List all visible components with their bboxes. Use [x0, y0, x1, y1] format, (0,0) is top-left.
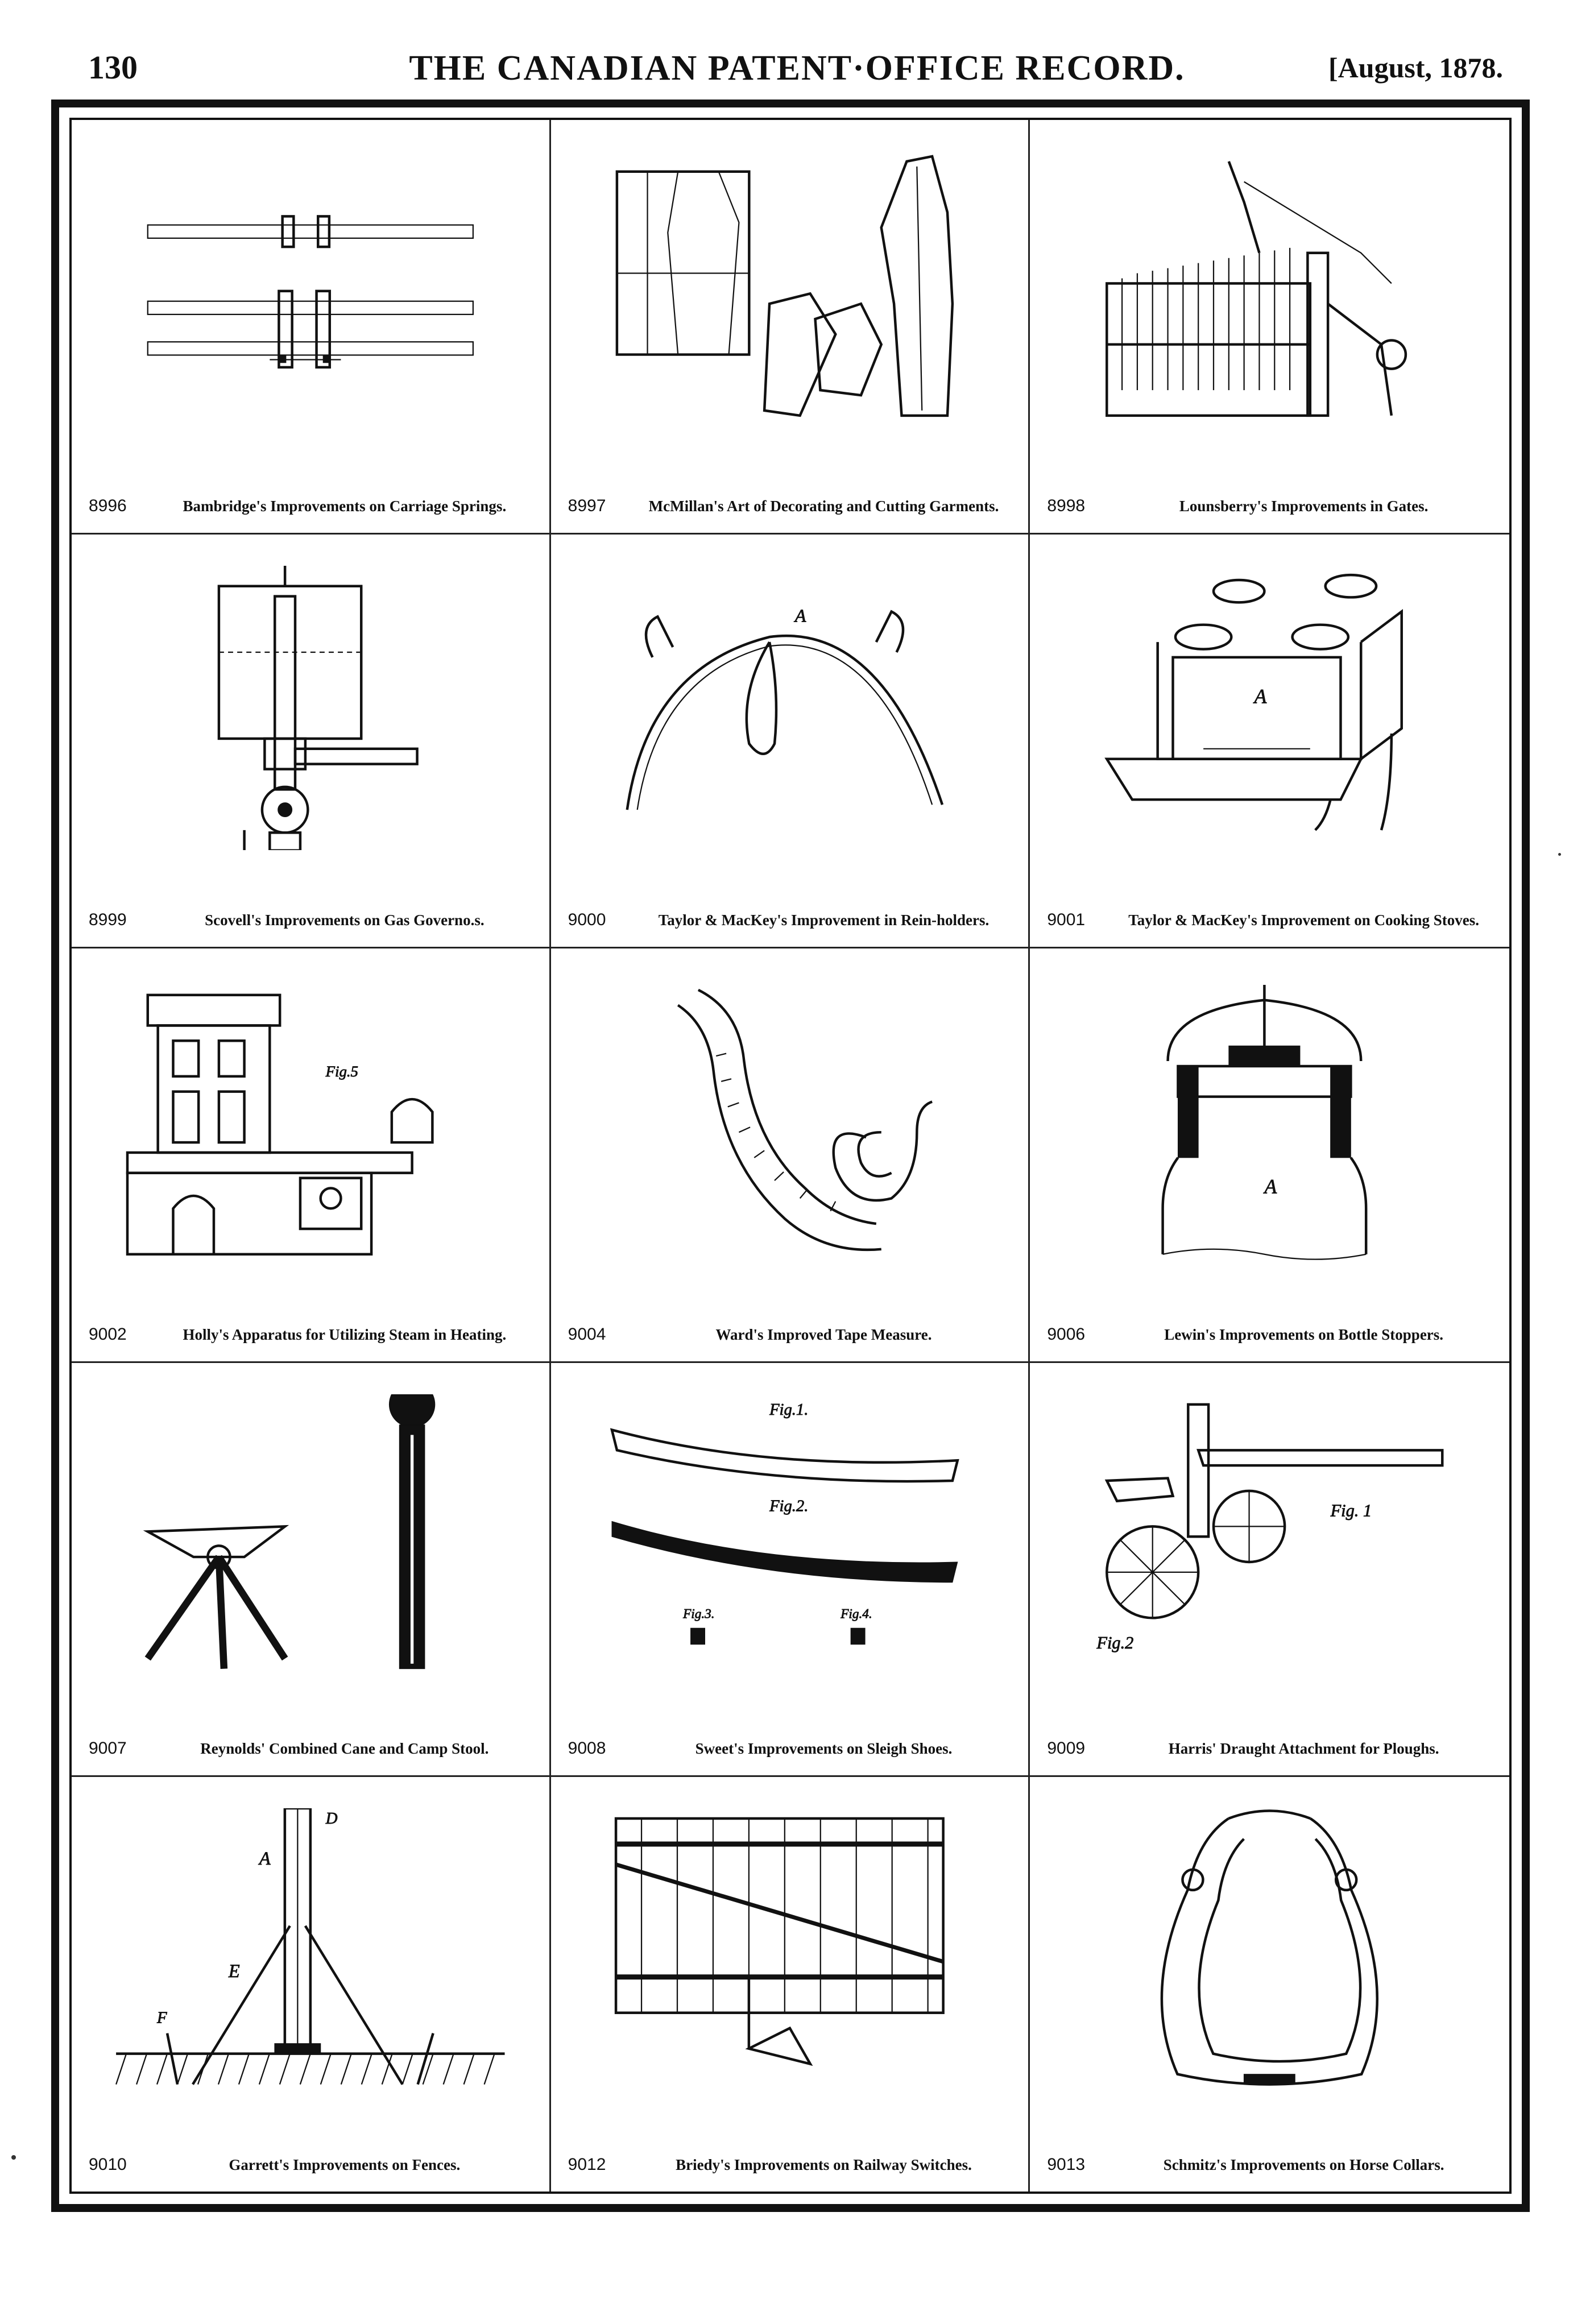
patent-title: Lounsberry's Improvements in Gates. — [1179, 497, 1429, 515]
figure-label: Fig. 1 — [1330, 1501, 1372, 1520]
patent-cell-9008: Fig.1. Fig.2. Fig.3. Fig.4. 9008 Sweet's… — [550, 1362, 1030, 1778]
patent-cell-9001: A 9001 Taylor & MacKey's Improvement on … — [1030, 535, 1509, 949]
patent-cell-9004: 9004 Ward's Improved Tape Measure. — [550, 948, 1030, 1363]
patent-number: 9001 — [1047, 910, 1086, 930]
patent-cell-8999: 8999 Scovell's Improvements on Gas Gover… — [72, 534, 551, 949]
gate-drawing — [1064, 151, 1475, 436]
patent-grid: 8996 Bambridge's Improvements on Carriag… — [69, 118, 1512, 2194]
patent-number: 9010 — [89, 2155, 127, 2174]
patent-caption: 8999 Scovell's Improvements on Gas Gover… — [89, 861, 532, 930]
patent-caption: 9009 Harris' Draught Attachment for Plou… — [1047, 1690, 1492, 1758]
patent-caption: 9008 Sweet's Improvements on Sleigh Shoe… — [568, 1690, 1012, 1758]
patent-number: 8997 — [568, 496, 606, 515]
patent-number: 9013 — [1047, 2155, 1086, 2174]
patent-number: 9006 — [1047, 1324, 1086, 1344]
patent-number: 9008 — [568, 1739, 606, 1758]
patent-cell-8998: 8998 Lounsberry's Improvements in Gates. — [1030, 120, 1509, 535]
patent-title: Ward's Improved Tape Measure. — [715, 1325, 932, 1343]
patent-title: Briedy's Improvements on Railway Switche… — [676, 2156, 972, 2173]
patent-caption: 8997 McMillan's Art of Decorating and Cu… — [568, 448, 1012, 516]
patent-caption: 9007 Reynolds' Combined Cane and Camp St… — [89, 1690, 532, 1758]
patent-title: Schmitz's Improvements on Horse Collars. — [1163, 2156, 1444, 2173]
figure-label: A — [1264, 1175, 1277, 1198]
patent-cell-9000: A 9000 Taylor & MacKey's Improvement in … — [550, 534, 1030, 949]
figure-label: Fig.5 — [325, 1063, 358, 1080]
patent-title: Sweet's Improvements on Sleigh Shoes. — [695, 1740, 953, 1758]
bottle-stopper-drawing: A — [1064, 980, 1475, 1265]
patent-number: 8996 — [89, 496, 127, 515]
patent-number: 9004 — [568, 1324, 606, 1344]
patent-caption: 9001 Taylor & MacKey's Improvement on Co… — [1047, 861, 1492, 930]
patent-caption: 9013 Schmitz's Improvements on Horse Col… — [1047, 2106, 1492, 2174]
railway-switch-drawing — [585, 1808, 995, 2095]
patent-caption: 9006 Lewin's Improvements on Bottle Stop… — [1047, 1276, 1492, 1344]
patent-plate-frame: 8996 Bambridge's Improvements on Carriag… — [51, 100, 1530, 2212]
issue-date: [August, 1878. — [1328, 52, 1503, 84]
patent-number: 9007 — [89, 1739, 127, 1758]
patent-number: 9002 — [89, 1324, 127, 1344]
figure-label: Fig.2 — [1096, 1633, 1134, 1652]
figure-label: A — [1253, 685, 1267, 707]
sleigh-shoe-drawing: Fig.1. Fig.2. Fig.3. Fig.4. — [585, 1394, 995, 1679]
figure-label: A — [258, 1849, 271, 1869]
patent-caption: 9002 Holly's Apparatus for Utilizing Ste… — [89, 1276, 532, 1344]
patent-caption: 9000 Taylor & MacKey's Improvement in Re… — [568, 861, 1012, 930]
patent-caption: 9012 Briedy's Improvements on Railway Sw… — [568, 2106, 1012, 2174]
patent-cell-8997: 8997 McMillan's Art of Decorating and Cu… — [550, 120, 1030, 535]
figure-label: Fig.1. — [769, 1401, 808, 1419]
patent-cell-9013: 9013 Schmitz's Improvements on Horse Col… — [1030, 1777, 1509, 2192]
cane-stool-drawing — [106, 1394, 515, 1679]
tape-measure-drawing — [585, 980, 995, 1265]
page-number: 130 — [88, 49, 138, 86]
patent-number: 8998 — [1047, 496, 1086, 515]
figure-label: E — [228, 1961, 240, 1982]
patent-title: Garrett's Improvements on Fences. — [229, 2156, 461, 2173]
steam-heating-building-drawing: Fig.5 — [106, 980, 515, 1265]
patent-number: 9009 — [1047, 1739, 1086, 1758]
carriage-springs-drawing — [106, 151, 515, 436]
patent-caption: 9004 Ward's Improved Tape Measure. — [568, 1276, 1012, 1344]
patent-title: McMillan's Art of Decorating and Cutting… — [648, 497, 999, 515]
page-header: 130 THE CANADIAN PATENT·OFFICE RECORD. [… — [0, 0, 1594, 97]
cooking-stove-drawing: A — [1064, 566, 1475, 851]
patent-cell-9002: Fig.5 9002 Holly's Apparatus for Utilizi… — [72, 948, 551, 1363]
figure-label: Fig.4. — [840, 1606, 872, 1621]
print-speck — [11, 2155, 16, 2160]
figure-label: Fig.2. — [769, 1497, 808, 1515]
patent-caption: 8998 Lounsberry's Improvements in Gates. — [1047, 448, 1492, 516]
patent-title: Harris' Draught Attachment for Ploughs. — [1168, 1740, 1439, 1758]
print-speck — [1558, 853, 1561, 856]
patent-cell-9010: A E F D 9010 Garrett's Improvements on F… — [72, 1777, 551, 2192]
patent-title: Bambridge's Improvements on Carriage Spr… — [183, 497, 507, 515]
figure-label: Fig.3. — [682, 1606, 715, 1621]
horse-collar-drawing — [1064, 1808, 1475, 2095]
patent-title: Lewin's Improvements on Bottle Stoppers. — [1164, 1325, 1444, 1343]
patent-cell-8996: 8996 Bambridge's Improvements on Carriag… — [72, 120, 551, 535]
patent-caption: 8996 Bambridge's Improvements on Carriag… — [89, 448, 532, 516]
plough-drawing: Fig. 1 Fig.2 — [1064, 1394, 1475, 1679]
patent-cell-9009: Fig. 1 Fig.2 9009 Harris' Draught Attach… — [1030, 1363, 1509, 1778]
gas-governor-drawing — [106, 565, 515, 851]
figure-label: F — [156, 2009, 167, 2027]
figure-label: D — [325, 1809, 338, 1828]
patent-title: Taylor & MacKey's Improvement in Rein-ho… — [658, 912, 989, 929]
patent-number: 9012 — [568, 2155, 606, 2174]
page-title: THE CANADIAN PATENT·OFFICE RECORD. — [409, 49, 1185, 88]
garment-pattern-drawing — [585, 151, 995, 436]
figure-label: A — [793, 605, 806, 625]
patent-cell-9007: 9007 Reynolds' Combined Cane and Camp St… — [72, 1362, 551, 1778]
patent-number: 8999 — [89, 910, 127, 930]
rein-holder-drawing: A — [585, 566, 995, 851]
fence-drawing: A E F D — [106, 1808, 515, 2095]
patent-title: Taylor & MacKey's Improvement on Cooking… — [1128, 912, 1480, 929]
patent-title: Holly's Apparatus for Utilizing Steam in… — [183, 1325, 507, 1343]
patent-cell-9006: A 9006 Lewin's Improvements on Bottle St… — [1030, 948, 1509, 1363]
patent-cell-9012: 9012 Briedy's Improvements on Railway Sw… — [551, 1777, 1030, 2192]
patent-caption: 9010 Garrett's Improvements on Fences. — [89, 2106, 532, 2174]
patent-title: Scovell's Improvements on Gas Governo.s. — [205, 912, 485, 929]
patent-number: 9000 — [568, 910, 606, 930]
patent-title: Reynolds' Combined Cane and Camp Stool. — [200, 1740, 489, 1758]
